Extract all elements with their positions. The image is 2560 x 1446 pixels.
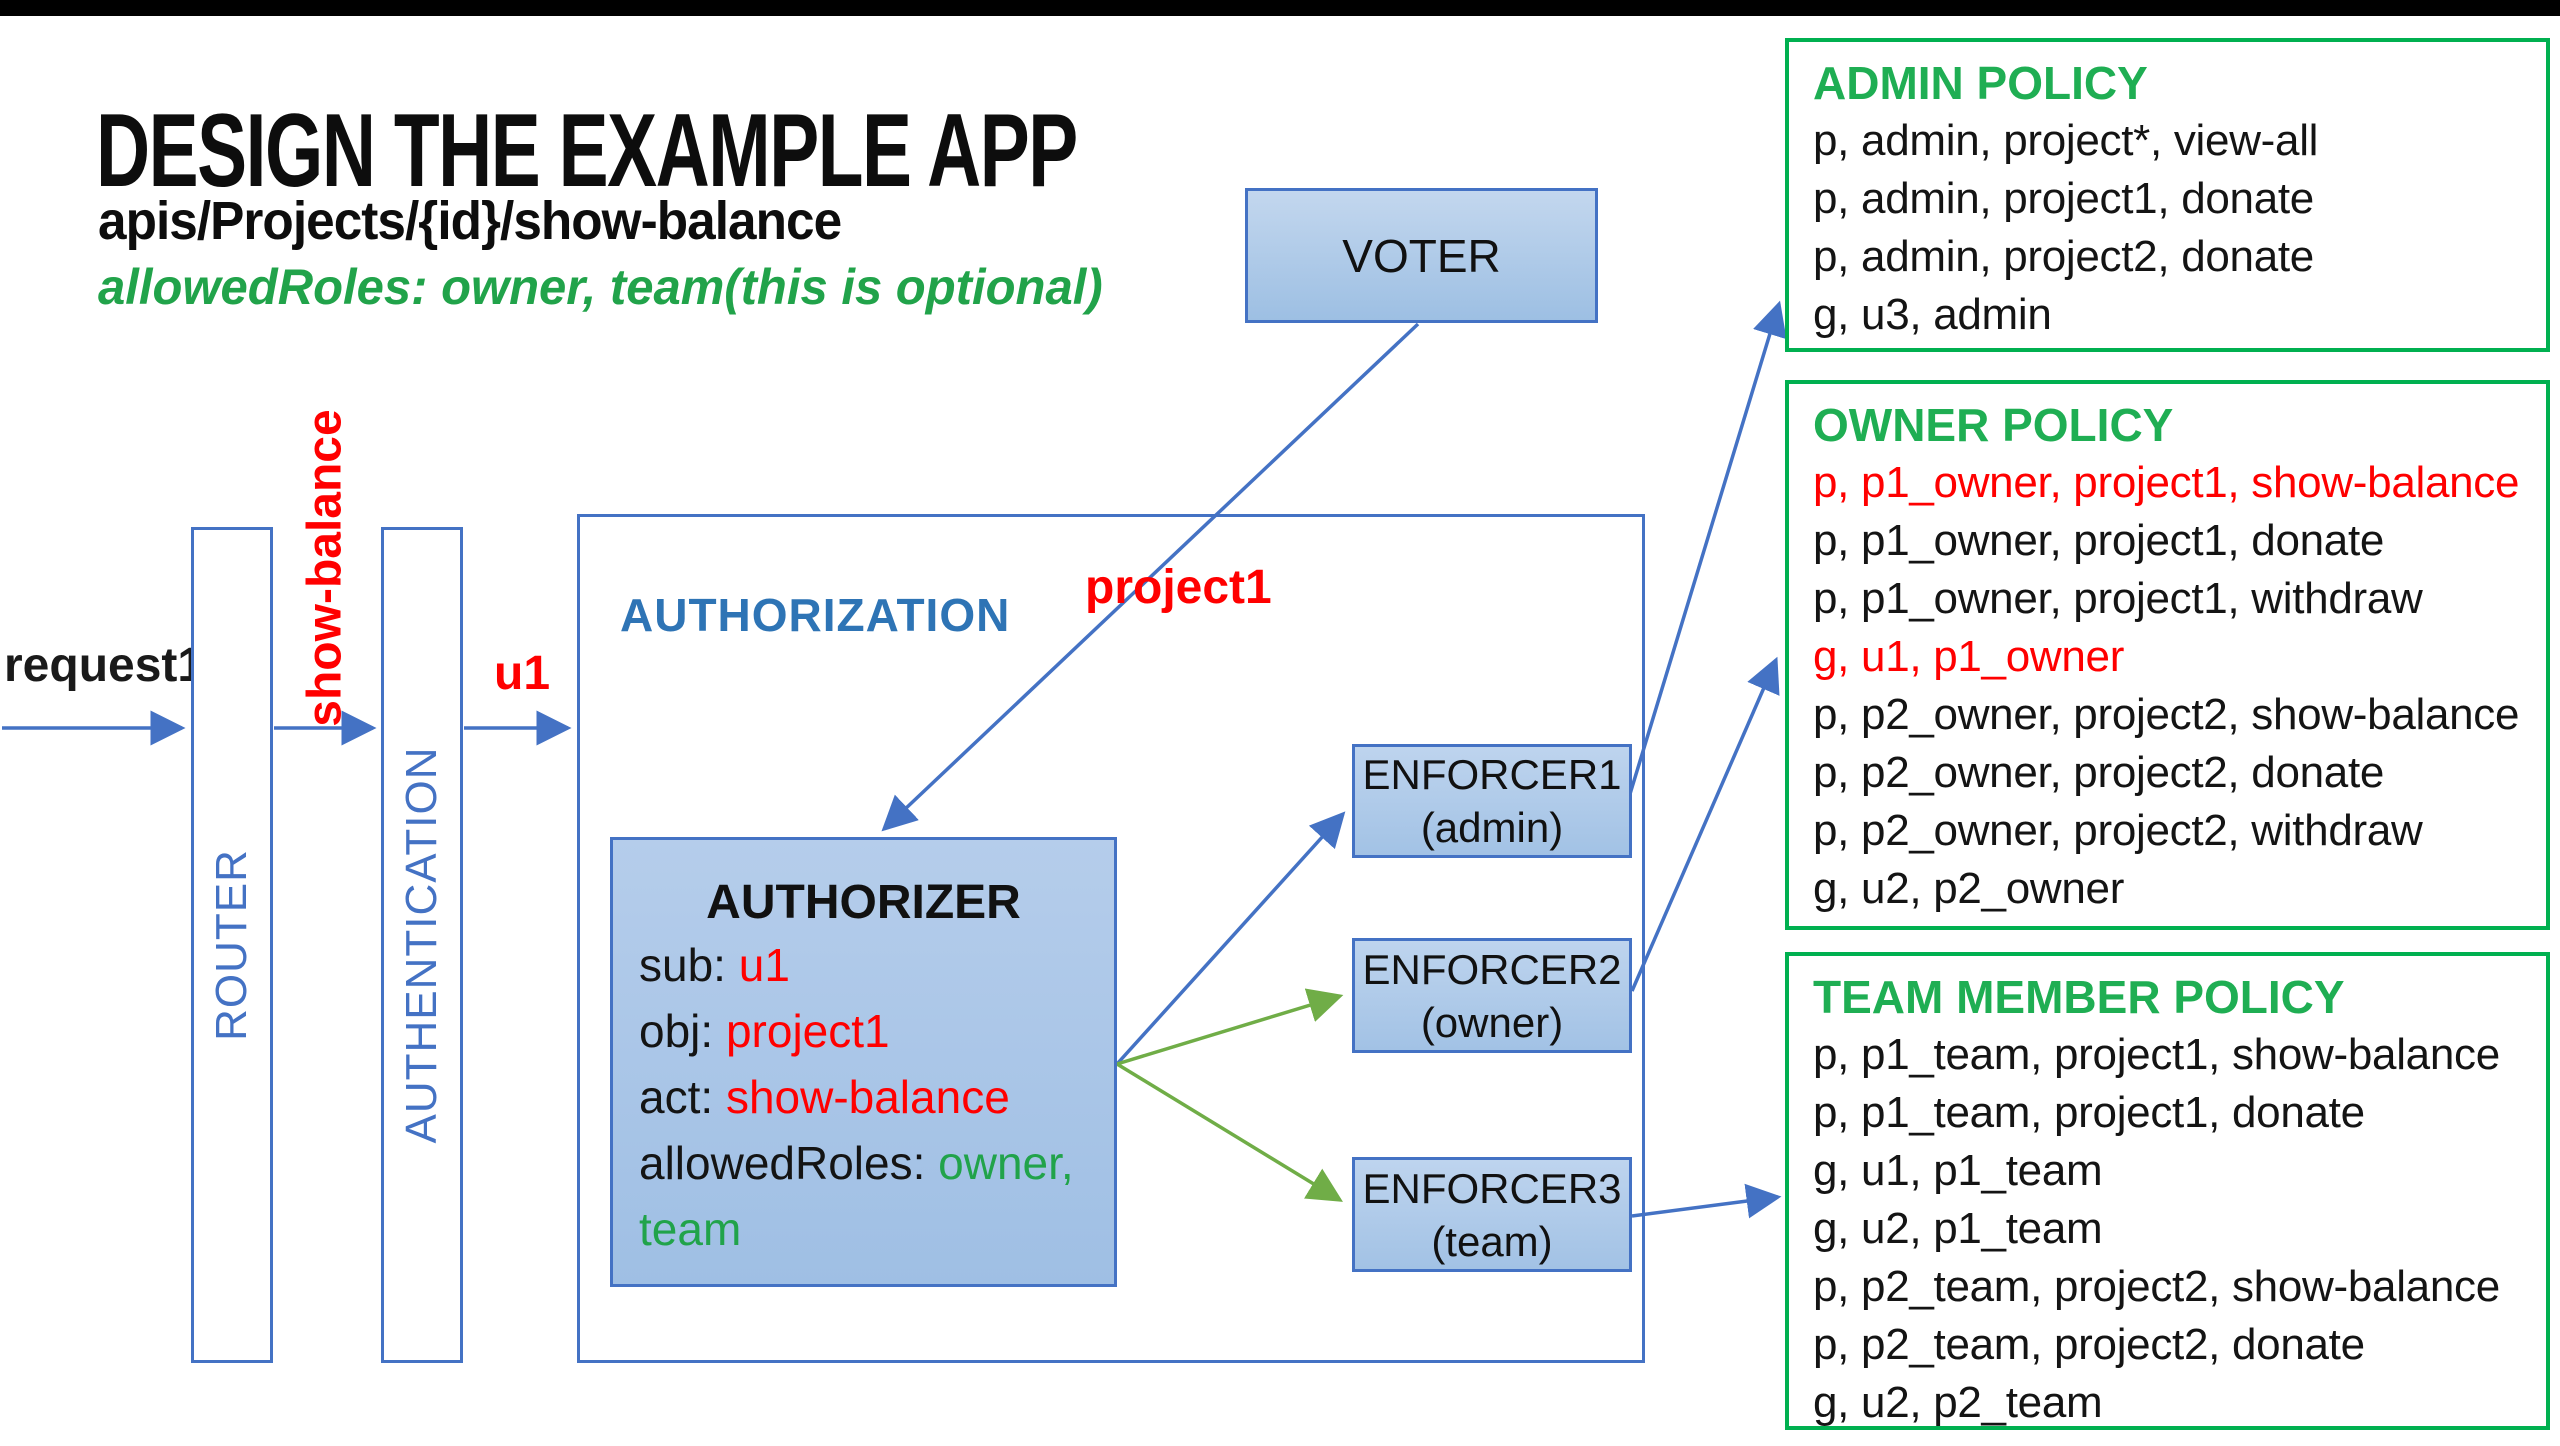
policy-line: p, p2_owner, project2, show-balance [1813, 690, 2520, 739]
router-label: ROUTER [207, 849, 256, 1041]
enforcer-role: (admin) [1420, 804, 1564, 851]
policy-line: p, p2_owner, project2, donate [1813, 748, 2385, 797]
authorizer-title: AUTHORIZER [706, 876, 1021, 929]
arrow-enforcer2-to-owner-policy [1630, 656, 1780, 992]
policy-line: g, u2, p1_team [1813, 1204, 2103, 1253]
authorizer-row: sub: u1 [613, 932, 1114, 998]
authorizer-row-segment: owner, [938, 1137, 1074, 1189]
enforcer2-box: ENFORCER2 (owner) [1352, 938, 1632, 1053]
enforcer-name: ENFORCER1 [1362, 751, 1622, 798]
policy-line: p, p1_owner, project1, withdraw [1813, 574, 2423, 623]
arrow-enforcer3-to-team-policy [1631, 1183, 1782, 1219]
policy-line: p, p1_team, project1, donate [1813, 1088, 2365, 1137]
authorizer-row-segment: allowedRoles: [639, 1137, 939, 1189]
authorizer-row-segment: project1 [725, 1005, 890, 1057]
enforcer1-box: ENFORCER1 (admin) [1352, 744, 1632, 858]
u1-label: u1 [494, 647, 551, 700]
policy-line: g, u2, p2_team [1813, 1378, 2103, 1427]
authorizer-row-segment: team [639, 1203, 742, 1255]
request1-label: request1 [4, 639, 205, 692]
authorizer-row: allowedRoles: owner, [613, 1130, 1114, 1196]
policy-line: p, p1_team, project1, show-balance [1813, 1030, 2500, 1079]
policy-line: p, p1_owner, project1, show-balance [1813, 458, 2520, 507]
authorizer-row-segment: obj: [639, 1005, 726, 1057]
enforcer-name: ENFORCER3 [1362, 1164, 1622, 1212]
project1-label: project1 [1085, 561, 1272, 614]
enforcer3-box: ENFORCER3 (team) [1352, 1157, 1632, 1272]
arrow-enforcer1-to-admin-policy [1628, 300, 1787, 795]
authentication-box: AUTHENTICATION [381, 527, 463, 1363]
authorizer-row: team [613, 1196, 1114, 1262]
policy-line: p, p1_owner, project1, donate [1813, 516, 2385, 565]
policy-title: ADMIN POLICY [1813, 57, 2148, 109]
show-balance-label: show-balance [298, 409, 352, 727]
policy-line: p, p2_team, project2, show-balance [1813, 1262, 2500, 1311]
authorizer-row-segment: u1 [738, 939, 790, 991]
voter-box: VOTER [1245, 188, 1598, 323]
policy-line: p, p2_owner, project2, withdraw [1813, 806, 2423, 855]
authorizer-row-segment: act: [639, 1071, 726, 1123]
authentication-label: AUTHENTICATION [397, 746, 446, 1144]
policy-line: g, u1, p1_team [1813, 1146, 2103, 1195]
authorization-container [577, 514, 1645, 1363]
allowed-roles-tagline: allowedRoles: owner, team(this is option… [98, 259, 1103, 315]
policy-line: p, p2_team, project2, donate [1813, 1320, 2365, 1369]
router-box: ROUTER [191, 527, 273, 1363]
policy-line: p, admin, project*, view-all [1813, 116, 2319, 165]
top-black-bar [0, 0, 2560, 16]
policy-title: TEAM MEMBER POLICY [1813, 971, 2345, 1023]
authorizer-row-segment: sub: [639, 939, 739, 991]
authorizer-row-segment: show-balance [725, 1071, 1010, 1123]
authorizer-row: obj: project1 [613, 998, 1114, 1064]
policy-line: g, u3, admin [1813, 290, 2052, 339]
policy-line: p, admin, project1, donate [1813, 174, 2314, 223]
enforcer-name: ENFORCER2 [1362, 945, 1622, 993]
authorizer-row: act: show-balance [613, 1064, 1114, 1130]
policy-title: OWNER POLICY [1813, 399, 2174, 451]
enforcer-role: (owner) [1420, 998, 1564, 1046]
policy-line: p, admin, project2, donate [1813, 232, 2314, 281]
page-title: DESIGN THE EXAMPLE APP [96, 93, 1078, 209]
policy-line: g, u2, p2_owner [1813, 864, 2125, 913]
authorization-label: AUTHORIZATION [620, 589, 1011, 641]
enforcer-role: (team) [1431, 1217, 1553, 1265]
policy-line: g, u1, p1_owner [1813, 632, 2125, 681]
api-route-subtitle: apis/Projects/{id}/show-balance [98, 191, 842, 251]
admin-policy-box: ADMIN POLICY p, admin, project*, view-all… [1785, 38, 2550, 352]
owner-policy-box: OWNER POLICY p, p1_owner, project1, show-… [1785, 380, 2550, 930]
team-member-policy-box: TEAM MEMBER POLICY p, p1_team, project1, … [1785, 952, 2550, 1430]
